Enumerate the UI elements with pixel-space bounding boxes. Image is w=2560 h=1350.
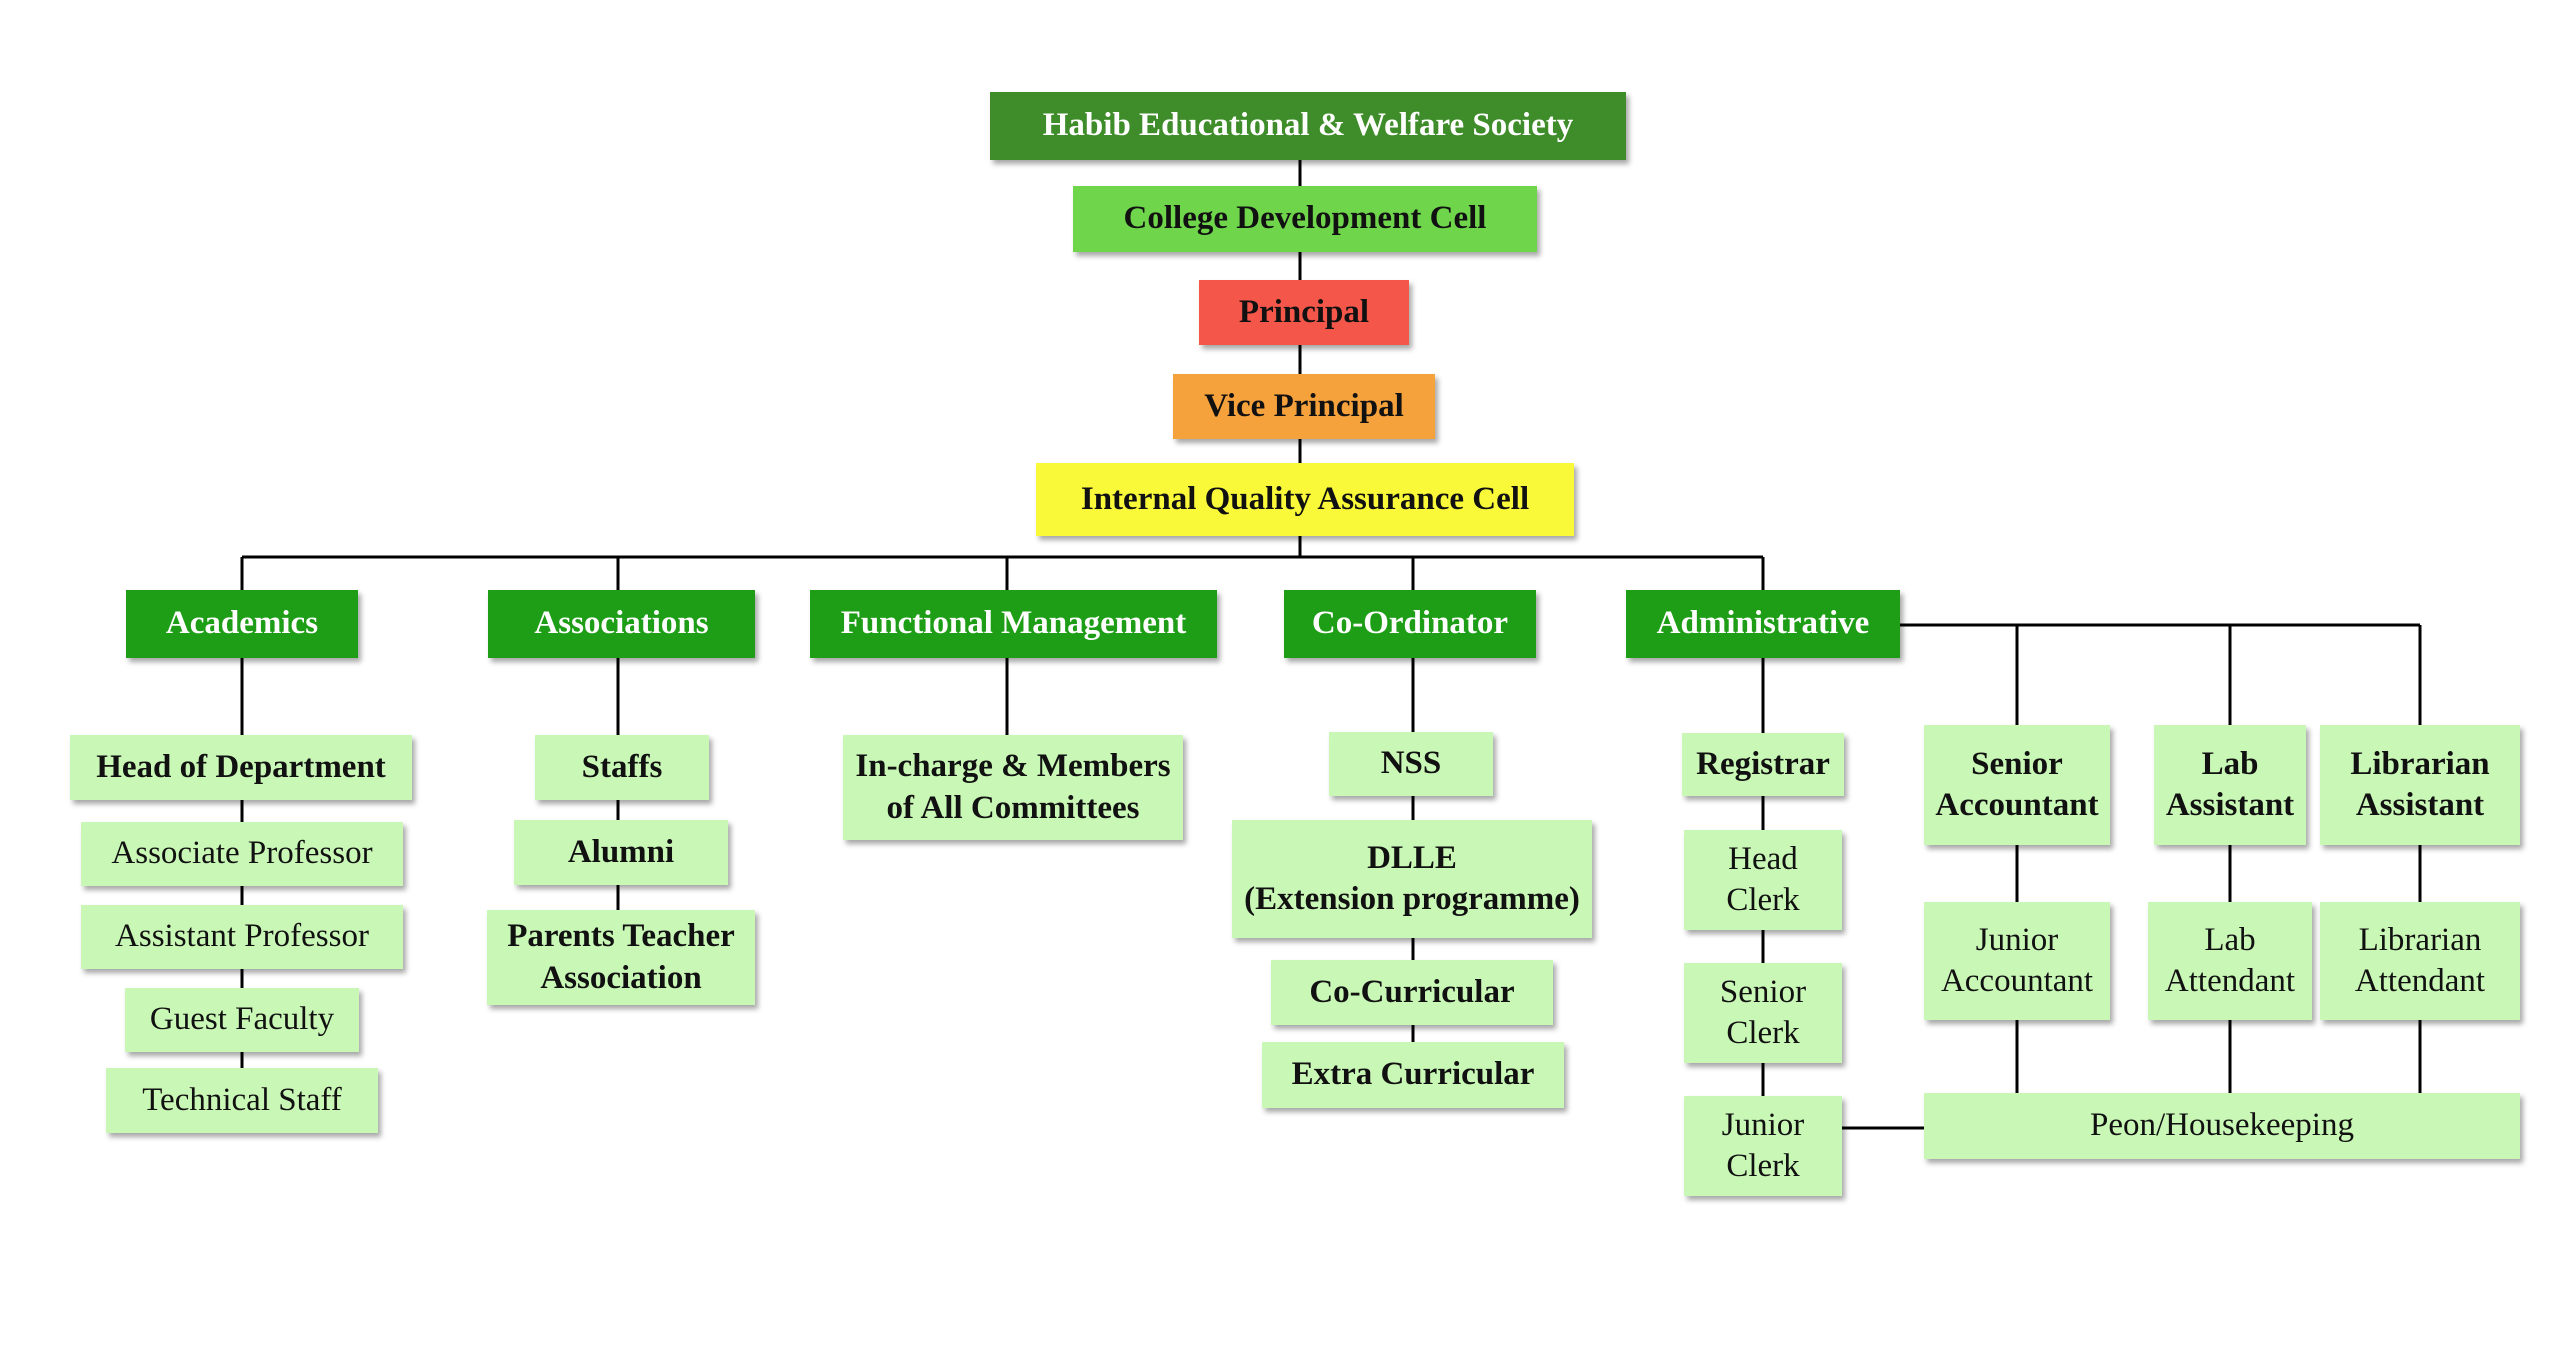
- node-label: Internal Quality Assurance Cell: [1080, 480, 1530, 517]
- lab-assistant-node: Lab Assistant: [2154, 725, 2306, 845]
- registrar-node: Registrar: [1682, 733, 1844, 796]
- academics-node: Academics: [126, 590, 358, 658]
- node-label-line1: DLLE: [1367, 839, 1457, 876]
- coordinator-node: Co-Ordinator: [1284, 590, 1536, 658]
- senior-accountant-node: Senior Accountant: [1924, 725, 2110, 845]
- node-label-line1: Senior: [1971, 745, 2063, 782]
- junior-clerk-node: Junior Clerk: [1684, 1096, 1842, 1196]
- node-label: Vice Principal: [1204, 387, 1404, 424]
- vice-principal-node: Vice Principal: [1173, 374, 1435, 439]
- node-label-line1: Librarian: [2350, 745, 2490, 782]
- node-label: Guest Faculty: [149, 1001, 335, 1038]
- incharge-members-node: In-charge & Members of All Committees: [843, 735, 1183, 840]
- node-label: Alumni: [567, 833, 675, 870]
- node-label: Peon/Housekeeping: [2090, 1107, 2354, 1144]
- associations-node: Associations: [488, 590, 755, 658]
- node-label-line1: Librarian: [2358, 921, 2482, 958]
- node-label: Co-Ordinator: [1311, 605, 1509, 642]
- nss-node: NSS: [1329, 732, 1493, 796]
- node-label: Head of Department: [96, 748, 386, 785]
- junior-accountant-node: Junior Accountant: [1924, 902, 2110, 1020]
- head-of-department-node: Head of Department: [70, 735, 412, 800]
- node-label-line2: Attendant: [2164, 963, 2296, 999]
- technical-staff-node: Technical Staff: [106, 1068, 378, 1133]
- node-label-line1: Junior: [1721, 1106, 1805, 1143]
- librarian-attendant-node: Librarian Attendant: [2320, 902, 2520, 1020]
- node-label-line2: Clerk: [1726, 1148, 1800, 1184]
- iqac-node: Internal Quality Assurance Cell: [1036, 463, 1574, 536]
- node-label-line2: Association: [540, 959, 702, 996]
- node-label-line2: Attendant: [2354, 963, 2486, 999]
- node-label-line2: Clerk: [1726, 882, 1800, 918]
- node-label-line2: Clerk: [1726, 1015, 1800, 1051]
- dlle-node: DLLE (Extension programme): [1232, 820, 1592, 938]
- senior-clerk-node: Senior Clerk: [1684, 963, 1842, 1063]
- node-label: Staffs: [581, 748, 663, 785]
- habib-society-node: Habib Educational & Welfare Society: [990, 92, 1626, 160]
- node-label-line2: Accountant: [1935, 787, 2099, 823]
- node-label: Assistant Professor: [115, 918, 369, 955]
- node-label-line1: In-charge & Members: [855, 748, 1171, 785]
- parents-teacher-association-node: Parents Teacher Association: [487, 910, 755, 1005]
- staffs-node: Staffs: [535, 735, 709, 800]
- node-label-line2: Assistant: [2355, 787, 2485, 823]
- extra-curricular-node: Extra Curricular: [1262, 1042, 1564, 1108]
- node-label-line1: Lab: [2204, 921, 2256, 958]
- node-label-line2: of All Committees: [886, 789, 1140, 826]
- node-label-line2: (Extension programme): [1244, 881, 1580, 917]
- administrative-node: Administrative: [1626, 590, 1900, 658]
- co-curricular-node: Co-Curricular: [1271, 960, 1553, 1025]
- librarian-assistant-node: Librarian Assistant: [2320, 725, 2520, 845]
- node-label: NSS: [1380, 745, 1442, 782]
- node-label-line1: Senior: [1719, 973, 1807, 1010]
- node-label-line2: Assistant: [2165, 787, 2295, 823]
- lab-attendant-node: Lab Attendant: [2148, 902, 2312, 1020]
- peon-housekeeping-node: Peon/Housekeeping: [1924, 1093, 2520, 1159]
- head-clerk-node: Head Clerk: [1684, 830, 1842, 930]
- node-label: Habib Educational & Welfare Society: [1042, 107, 1574, 144]
- node-label: Administrative: [1656, 605, 1870, 642]
- guest-faculty-node: Guest Faculty: [125, 988, 359, 1052]
- node-label: Co-Curricular: [1309, 973, 1515, 1010]
- node-label-line2: Accountant: [1940, 963, 2094, 999]
- node-label-line1: Lab: [2201, 745, 2259, 782]
- node-label-line1: Parents Teacher: [507, 918, 735, 955]
- principal-node: Principal: [1199, 280, 1409, 345]
- node-label: Associate Professor: [111, 835, 373, 872]
- node-label: Extra Curricular: [1291, 1056, 1535, 1093]
- node-label-line1: Junior: [1975, 921, 2059, 958]
- node-label: Academics: [165, 605, 319, 642]
- college-development-cell-node: College Development Cell: [1073, 186, 1537, 252]
- node-label: Functional Management: [840, 605, 1187, 642]
- node-label: College Development Cell: [1123, 200, 1487, 237]
- node-label: Associations: [534, 605, 709, 642]
- associate-professor-node: Associate Professor: [81, 822, 403, 886]
- functional-management-node: Functional Management: [810, 590, 1217, 658]
- node-label: Principal: [1238, 293, 1370, 330]
- node-label: Registrar: [1696, 745, 1830, 782]
- alumni-node: Alumni: [514, 820, 728, 885]
- assistant-professor-node: Assistant Professor: [81, 905, 403, 969]
- node-label: Technical Staff: [142, 1081, 342, 1118]
- node-label-line1: Head: [1728, 840, 1798, 877]
